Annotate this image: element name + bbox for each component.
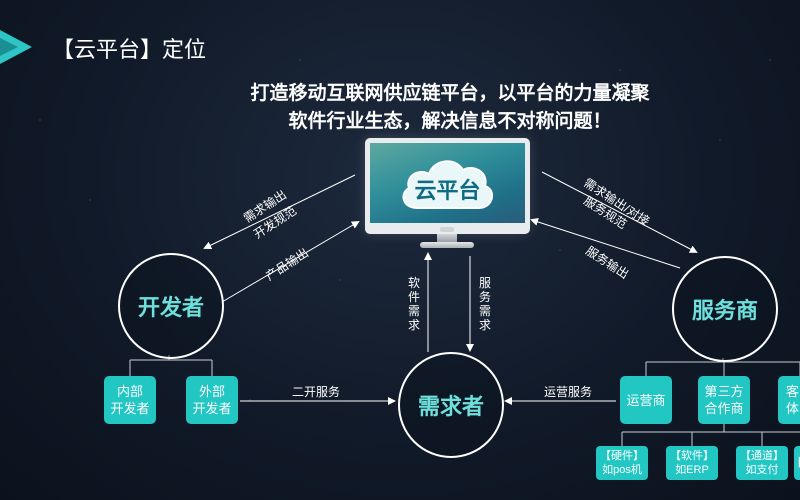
slide-title: 【云平台】定位 — [52, 37, 207, 62]
monitor-chin — [440, 227, 454, 232]
software-box: 【软件】 如ERP — [666, 446, 718, 480]
play-logo-icon — [0, 30, 32, 64]
edge-label-service-demand: 服务需求 — [478, 276, 491, 332]
third-party-partner-box: 第三方 合作商 — [698, 376, 750, 424]
edge-label-software-demand: 软件需求 — [407, 276, 420, 332]
service-provider-label: 服务商 — [691, 298, 758, 323]
demander-node: 需求者 — [398, 352, 504, 458]
channel-box: 【通道】 如支付 — [736, 446, 788, 480]
service-provider-node: 服务商 — [672, 256, 778, 362]
developer-label: 开发者 — [137, 295, 204, 320]
operator-box: 运营商 — [620, 376, 672, 424]
headline-line-2: 软件行业生态，解决信息不对称问题！ — [288, 111, 612, 132]
monitor-base — [420, 242, 474, 248]
external-developer-box: 外部 开发者 — [186, 376, 238, 424]
developer-node: 开发者 — [118, 253, 224, 359]
internal-developer-box: 内部 开发者 — [104, 376, 156, 424]
cropped-sub-box: 【 — [794, 446, 800, 480]
cropped-service-box: 客 体 — [778, 376, 800, 424]
edge-label-ops-service: 运营服务 — [544, 385, 593, 399]
demander-label: 需求者 — [417, 394, 484, 419]
cloud-platform-label: 云平台 — [414, 178, 481, 203]
cloud-icon — [402, 160, 494, 209]
edge-label-secondary-dev: 二开服务 — [292, 385, 341, 399]
monitor-stand — [437, 234, 457, 242]
headline-line-1: 打造移动互联网供应链平台，以平台的力量凝聚 — [250, 83, 650, 104]
hardware-box: 【硬件】 如pos机 — [596, 446, 648, 480]
